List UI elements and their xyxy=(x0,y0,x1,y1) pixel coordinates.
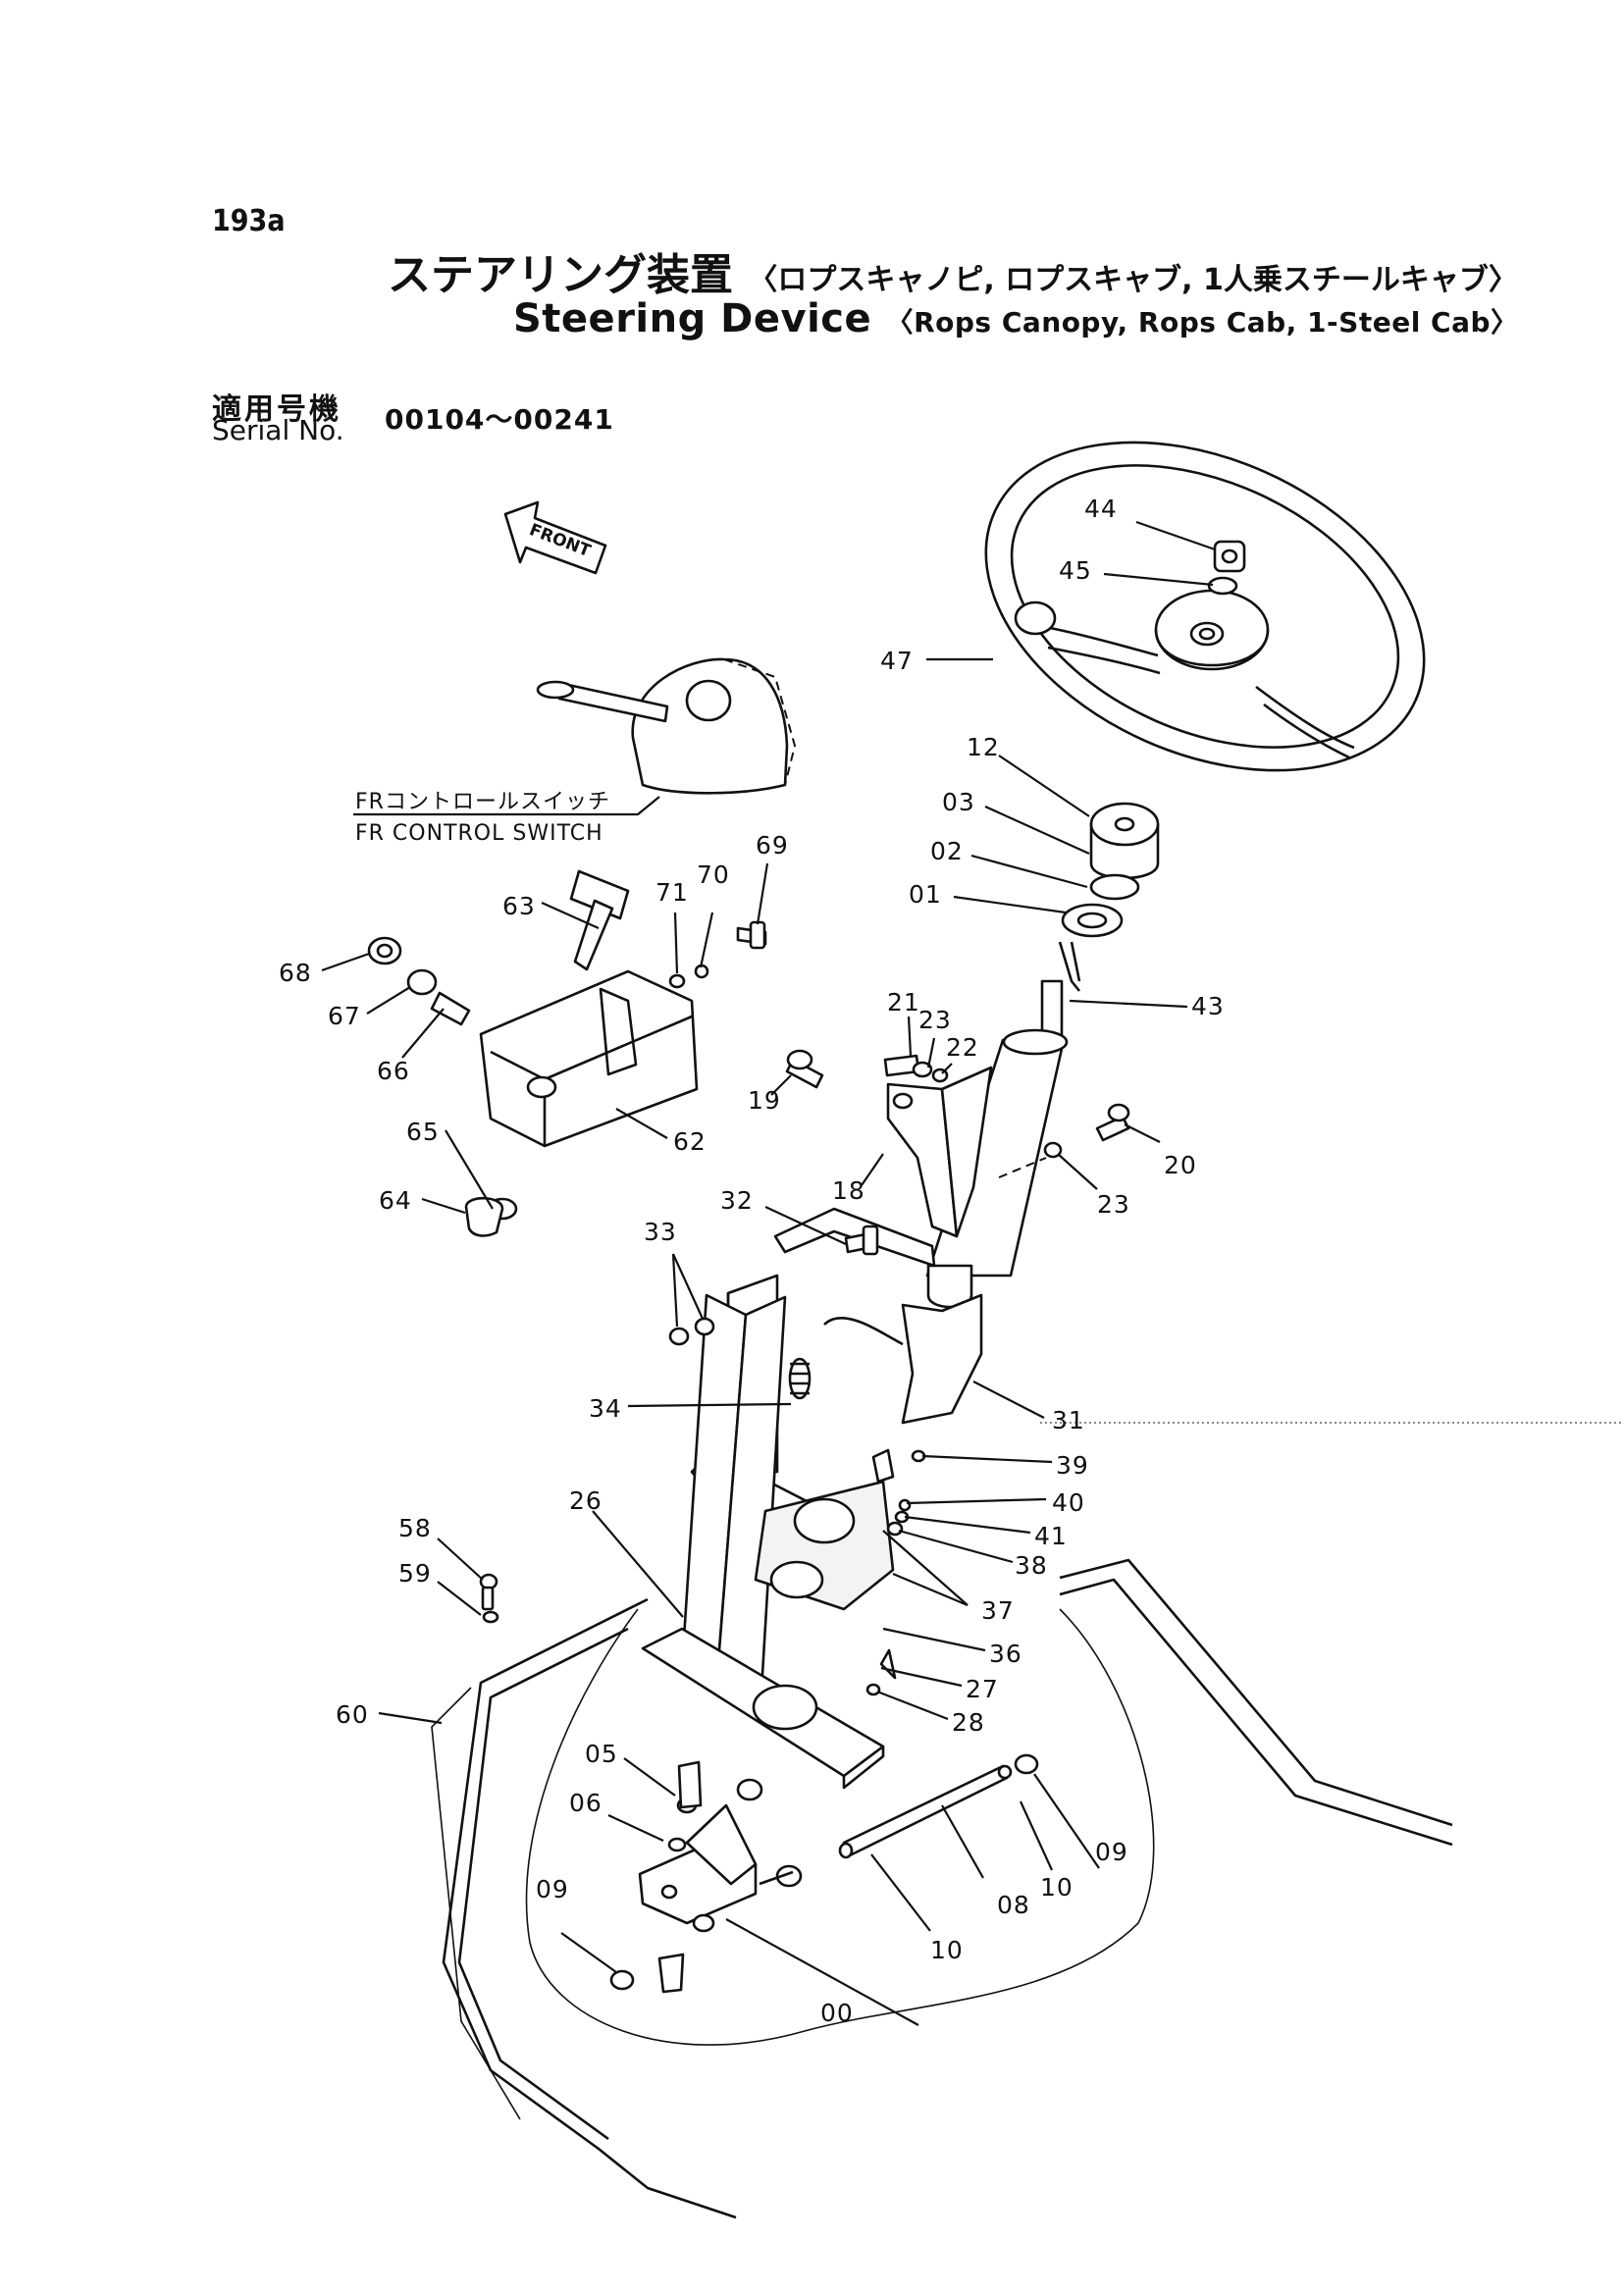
callout-33: 33 xyxy=(644,1218,677,1246)
column-upper-parts xyxy=(1058,802,1160,992)
callout-01: 01 xyxy=(909,880,942,909)
callout-23-upper: 23 xyxy=(918,1006,952,1034)
callout-18: 18 xyxy=(832,1176,865,1205)
callout-06: 06 xyxy=(569,1789,602,1817)
callout-08: 08 xyxy=(997,1891,1030,1919)
callout-32: 32 xyxy=(720,1186,754,1215)
callout-65: 65 xyxy=(406,1118,440,1146)
callout-43: 43 xyxy=(1191,992,1225,1020)
title-japanese-main: ステアリング装置 xyxy=(388,250,733,300)
fr-switch-label-jp: FRコントロールスイッチ xyxy=(355,790,610,814)
page-number: 193a xyxy=(212,204,286,238)
callout-34: 34 xyxy=(589,1394,622,1423)
callout-23-lower: 23 xyxy=(1097,1190,1130,1219)
callout-00: 00 xyxy=(820,1999,854,2027)
callout-70: 70 xyxy=(697,860,730,889)
callout-labels: 44 45 47 12 03 02 01 43 21 23 22 19 18 2… xyxy=(279,495,1225,2027)
callout-59: 59 xyxy=(398,1559,432,1588)
callout-69: 69 xyxy=(756,831,789,860)
callout-22: 22 xyxy=(946,1033,979,1062)
title-english: Steering Device 〈Rops Canopy, Rops Cab, … xyxy=(513,296,1519,341)
callout-09-right: 09 xyxy=(1095,1838,1128,1866)
callout-44: 44 xyxy=(1084,495,1118,523)
callout-71: 71 xyxy=(655,878,689,907)
column-bracket xyxy=(785,1049,1130,1238)
callout-19: 19 xyxy=(748,1086,781,1115)
front-arrow: FRONT xyxy=(503,500,607,575)
callout-26: 26 xyxy=(569,1486,602,1515)
fr-control-switch xyxy=(353,657,797,816)
lever-bracket xyxy=(367,869,767,1237)
callout-39: 39 xyxy=(1056,1451,1089,1480)
serial-label-japanese: 適用号機 xyxy=(212,392,341,427)
fr-switch-label-en: FR CONTROL SWITCH xyxy=(355,821,603,846)
callout-47: 47 xyxy=(880,647,914,675)
callout-41: 41 xyxy=(1034,1522,1068,1550)
title-japanese: ステアリング装置 〈ロプスキャノピ, ロプスキャブ, 1人乗スチールキャブ〉 xyxy=(388,239,1518,302)
callout-27: 27 xyxy=(966,1675,999,1703)
callout-05: 05 xyxy=(585,1740,618,1768)
callout-20: 20 xyxy=(1164,1151,1197,1179)
callout-37: 37 xyxy=(981,1596,1015,1625)
callout-36: 36 xyxy=(989,1640,1022,1668)
steering-wheel xyxy=(984,441,1426,772)
callout-10-lower: 10 xyxy=(930,1936,964,1964)
callout-09-left: 09 xyxy=(536,1875,569,1903)
callout-40: 40 xyxy=(1052,1488,1085,1517)
callout-02: 02 xyxy=(930,837,964,865)
front-arrow-icon xyxy=(503,500,607,575)
callout-63: 63 xyxy=(502,892,536,920)
title-english-main: Steering Device xyxy=(513,296,872,341)
callout-66: 66 xyxy=(377,1057,410,1085)
callout-68: 68 xyxy=(279,959,312,987)
leader-lines xyxy=(321,520,1624,2026)
callout-62: 62 xyxy=(673,1127,707,1156)
callout-03: 03 xyxy=(942,788,975,816)
callout-12: 12 xyxy=(967,733,1000,761)
callout-31: 31 xyxy=(1052,1406,1085,1434)
callout-58: 58 xyxy=(398,1514,432,1542)
callout-38: 38 xyxy=(1015,1551,1048,1580)
callout-60: 60 xyxy=(336,1700,369,1729)
callout-67: 67 xyxy=(328,1002,361,1030)
cab-floor-outline xyxy=(431,1558,1453,2219)
serial-range: 00104～00241 xyxy=(385,403,614,436)
serial-label-english: Serial No. xyxy=(212,414,344,446)
callout-45: 45 xyxy=(1059,556,1092,585)
callout-10-upper: 10 xyxy=(1040,1873,1074,1902)
callout-21: 21 xyxy=(887,988,920,1017)
lower-pedal-assembly xyxy=(525,1608,1155,2046)
title-japanese-variants: 〈ロプスキャノピ, ロプスキャブ, 1人乗スチールキャブ〉 xyxy=(748,263,1518,297)
callout-64: 64 xyxy=(379,1186,412,1215)
callout-28: 28 xyxy=(952,1708,985,1737)
title-english-variants: 〈Rops Canopy, Rops Cab, 1-Steel Cab〉 xyxy=(885,306,1519,339)
pedal-stand xyxy=(479,1207,983,1790)
hub-nut xyxy=(1207,540,1246,596)
